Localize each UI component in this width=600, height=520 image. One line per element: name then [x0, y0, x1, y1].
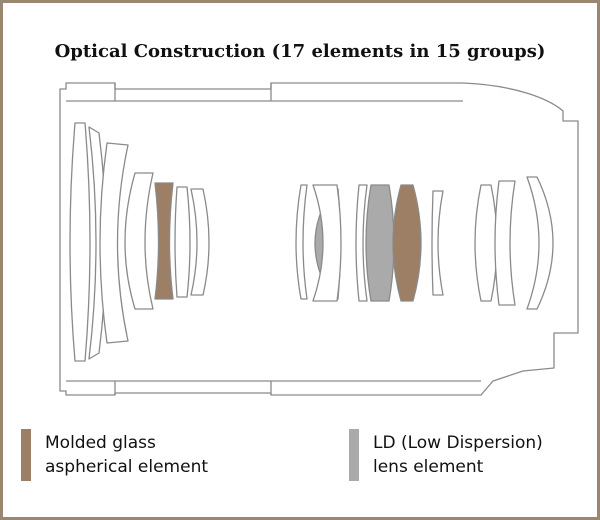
lens-element-7 — [190, 188, 210, 296]
legend-label-ld-line2: lens element — [373, 457, 484, 477]
lens-element-13-molded-aspherical — [392, 184, 422, 302]
lens-element-5-molded-aspherical — [154, 182, 174, 300]
legend-label-molded-aspherical: Molded glass aspherical element — [45, 431, 208, 479]
lens-element-16 — [494, 180, 516, 306]
lens-element-15 — [474, 184, 498, 302]
lens-element-10 — [312, 184, 342, 302]
lens-construction-diagram — [59, 82, 579, 396]
lens-element-8 — [295, 184, 308, 300]
lens-element-11 — [355, 184, 368, 302]
lens-element-17 — [526, 176, 554, 310]
diagram-title: Optical Construction (17 elements in 15 … — [54, 41, 546, 62]
lens-element-4 — [124, 172, 154, 310]
legend-label-ld: LD (Low Dispersion) lens element — [373, 431, 543, 479]
lens-element-14 — [431, 190, 444, 296]
legend-swatch-ld — [349, 429, 359, 481]
lens-element-12-ld — [365, 184, 395, 302]
legend-swatch-molded-aspherical — [21, 429, 31, 481]
lens-element-3 — [99, 142, 129, 344]
lens-element-1 — [69, 122, 91, 362]
legend-label-molded-aspherical-line1: Molded glass — [45, 433, 156, 453]
legend-label-molded-aspherical-line2: aspherical element — [45, 457, 209, 477]
lens-element-6 — [174, 186, 191, 298]
legend-label-ld-line1: LD (Low Dispersion) — [373, 433, 543, 453]
